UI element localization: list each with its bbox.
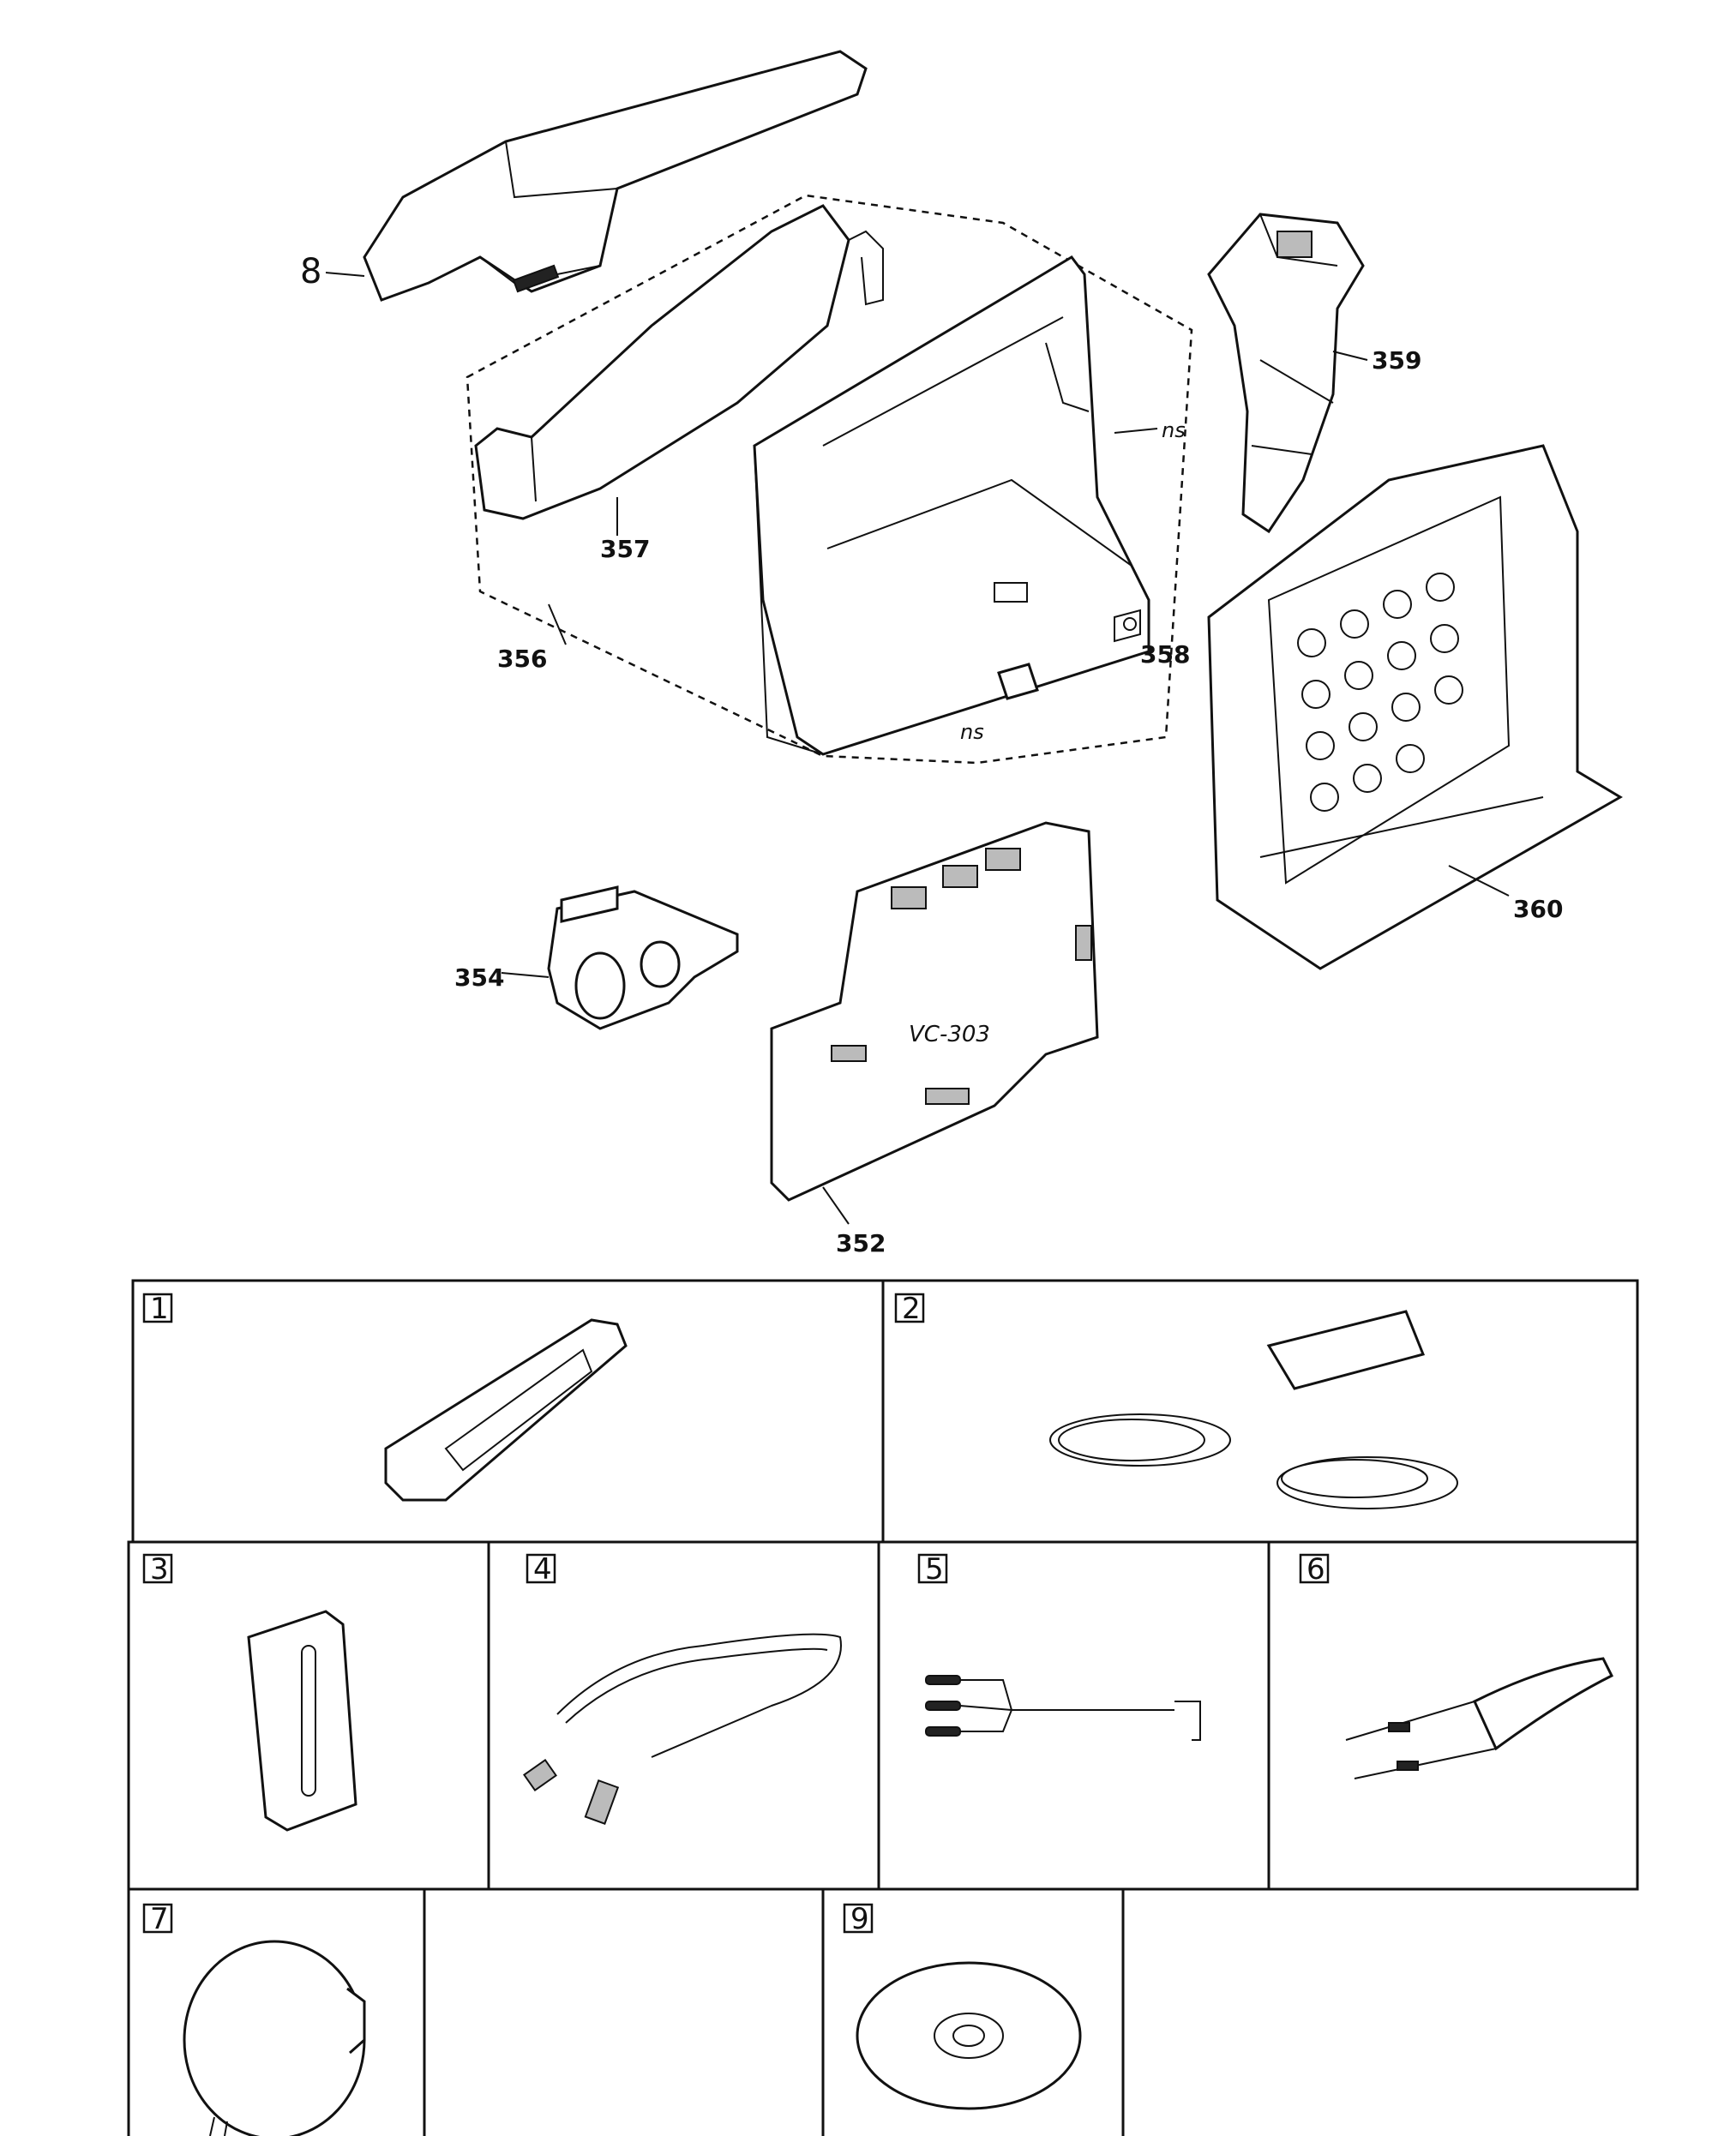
usb-cable-icon [523, 1633, 842, 1825]
callout-ns-a: ns [1162, 418, 1186, 442]
accessory-cell-7: 7 [142, 1902, 366, 2136]
cell-number-7: 7 [150, 1902, 169, 1936]
part-358-screw [1114, 609, 1141, 643]
callout-8: 8 [300, 252, 321, 291]
accessory-cell-4: 4 [523, 1552, 842, 1825]
battery-pack-icon [247, 1610, 357, 1832]
callout-358: 358 [1140, 640, 1190, 669]
accessory-cell-2: 2 [894, 1292, 1458, 1509]
cd-rom-icon [856, 1961, 1082, 2110]
part-354-flex-board [547, 885, 739, 1030]
leader-8 [325, 272, 365, 277]
cell-number-6: 6 [1307, 1552, 1325, 1587]
cell-number-4: 4 [533, 1552, 552, 1587]
leader-360 [1448, 865, 1510, 897]
ns-bracket [997, 663, 1039, 700]
main-frame-tray [753, 255, 1150, 756]
accessory-table [127, 1279, 1639, 2136]
leader-359 [1332, 351, 1368, 361]
part-356-outline [466, 194, 1193, 765]
part-360-side-frame [1207, 444, 1623, 970]
callout-ns-b: ns [960, 720, 984, 744]
part-357-grip-strap [474, 204, 884, 520]
accessory-cell-6: 6 [1299, 1552, 1614, 1779]
part-352-main-board [770, 821, 1099, 1202]
callout-354: 354 [454, 963, 504, 992]
shoulder-strap-icon [1345, 1657, 1614, 1779]
remote-control-icon [384, 1318, 628, 1502]
cell-number-5: 5 [925, 1552, 944, 1587]
cell-number-1: 1 [150, 1292, 169, 1326]
part-359-bracket [1207, 213, 1365, 534]
ac-adaptor-icon [1049, 1310, 1458, 1509]
leader-352 [822, 1186, 850, 1225]
part-8-top-cover [363, 50, 868, 302]
lens-cap-icon [183, 1940, 366, 2136]
frame-holes [1297, 573, 1463, 812]
leader-356 [548, 603, 567, 645]
callout-356: 356 [497, 645, 547, 673]
callout-360: 360 [1513, 895, 1563, 923]
leader-354 [501, 972, 550, 978]
accessory-cell-3: 3 [142, 1552, 357, 1832]
callout-359: 359 [1372, 346, 1421, 375]
av-cable-icon [925, 1675, 1201, 1741]
callout-357: 357 [600, 535, 650, 563]
accessory-cell-9: 9 [843, 1902, 1082, 2110]
callout-352: 352 [836, 1229, 886, 1257]
board-label: VC-303 [909, 1022, 990, 1047]
accessory-cell-5: 5 [917, 1552, 1201, 1741]
cell-number-3: 3 [150, 1552, 169, 1587]
cell-number-2: 2 [902, 1292, 921, 1326]
accessory-cell-1: 1 [142, 1292, 628, 1502]
leader-ns-a [1114, 428, 1158, 434]
cell-number-9: 9 [850, 1902, 869, 1936]
